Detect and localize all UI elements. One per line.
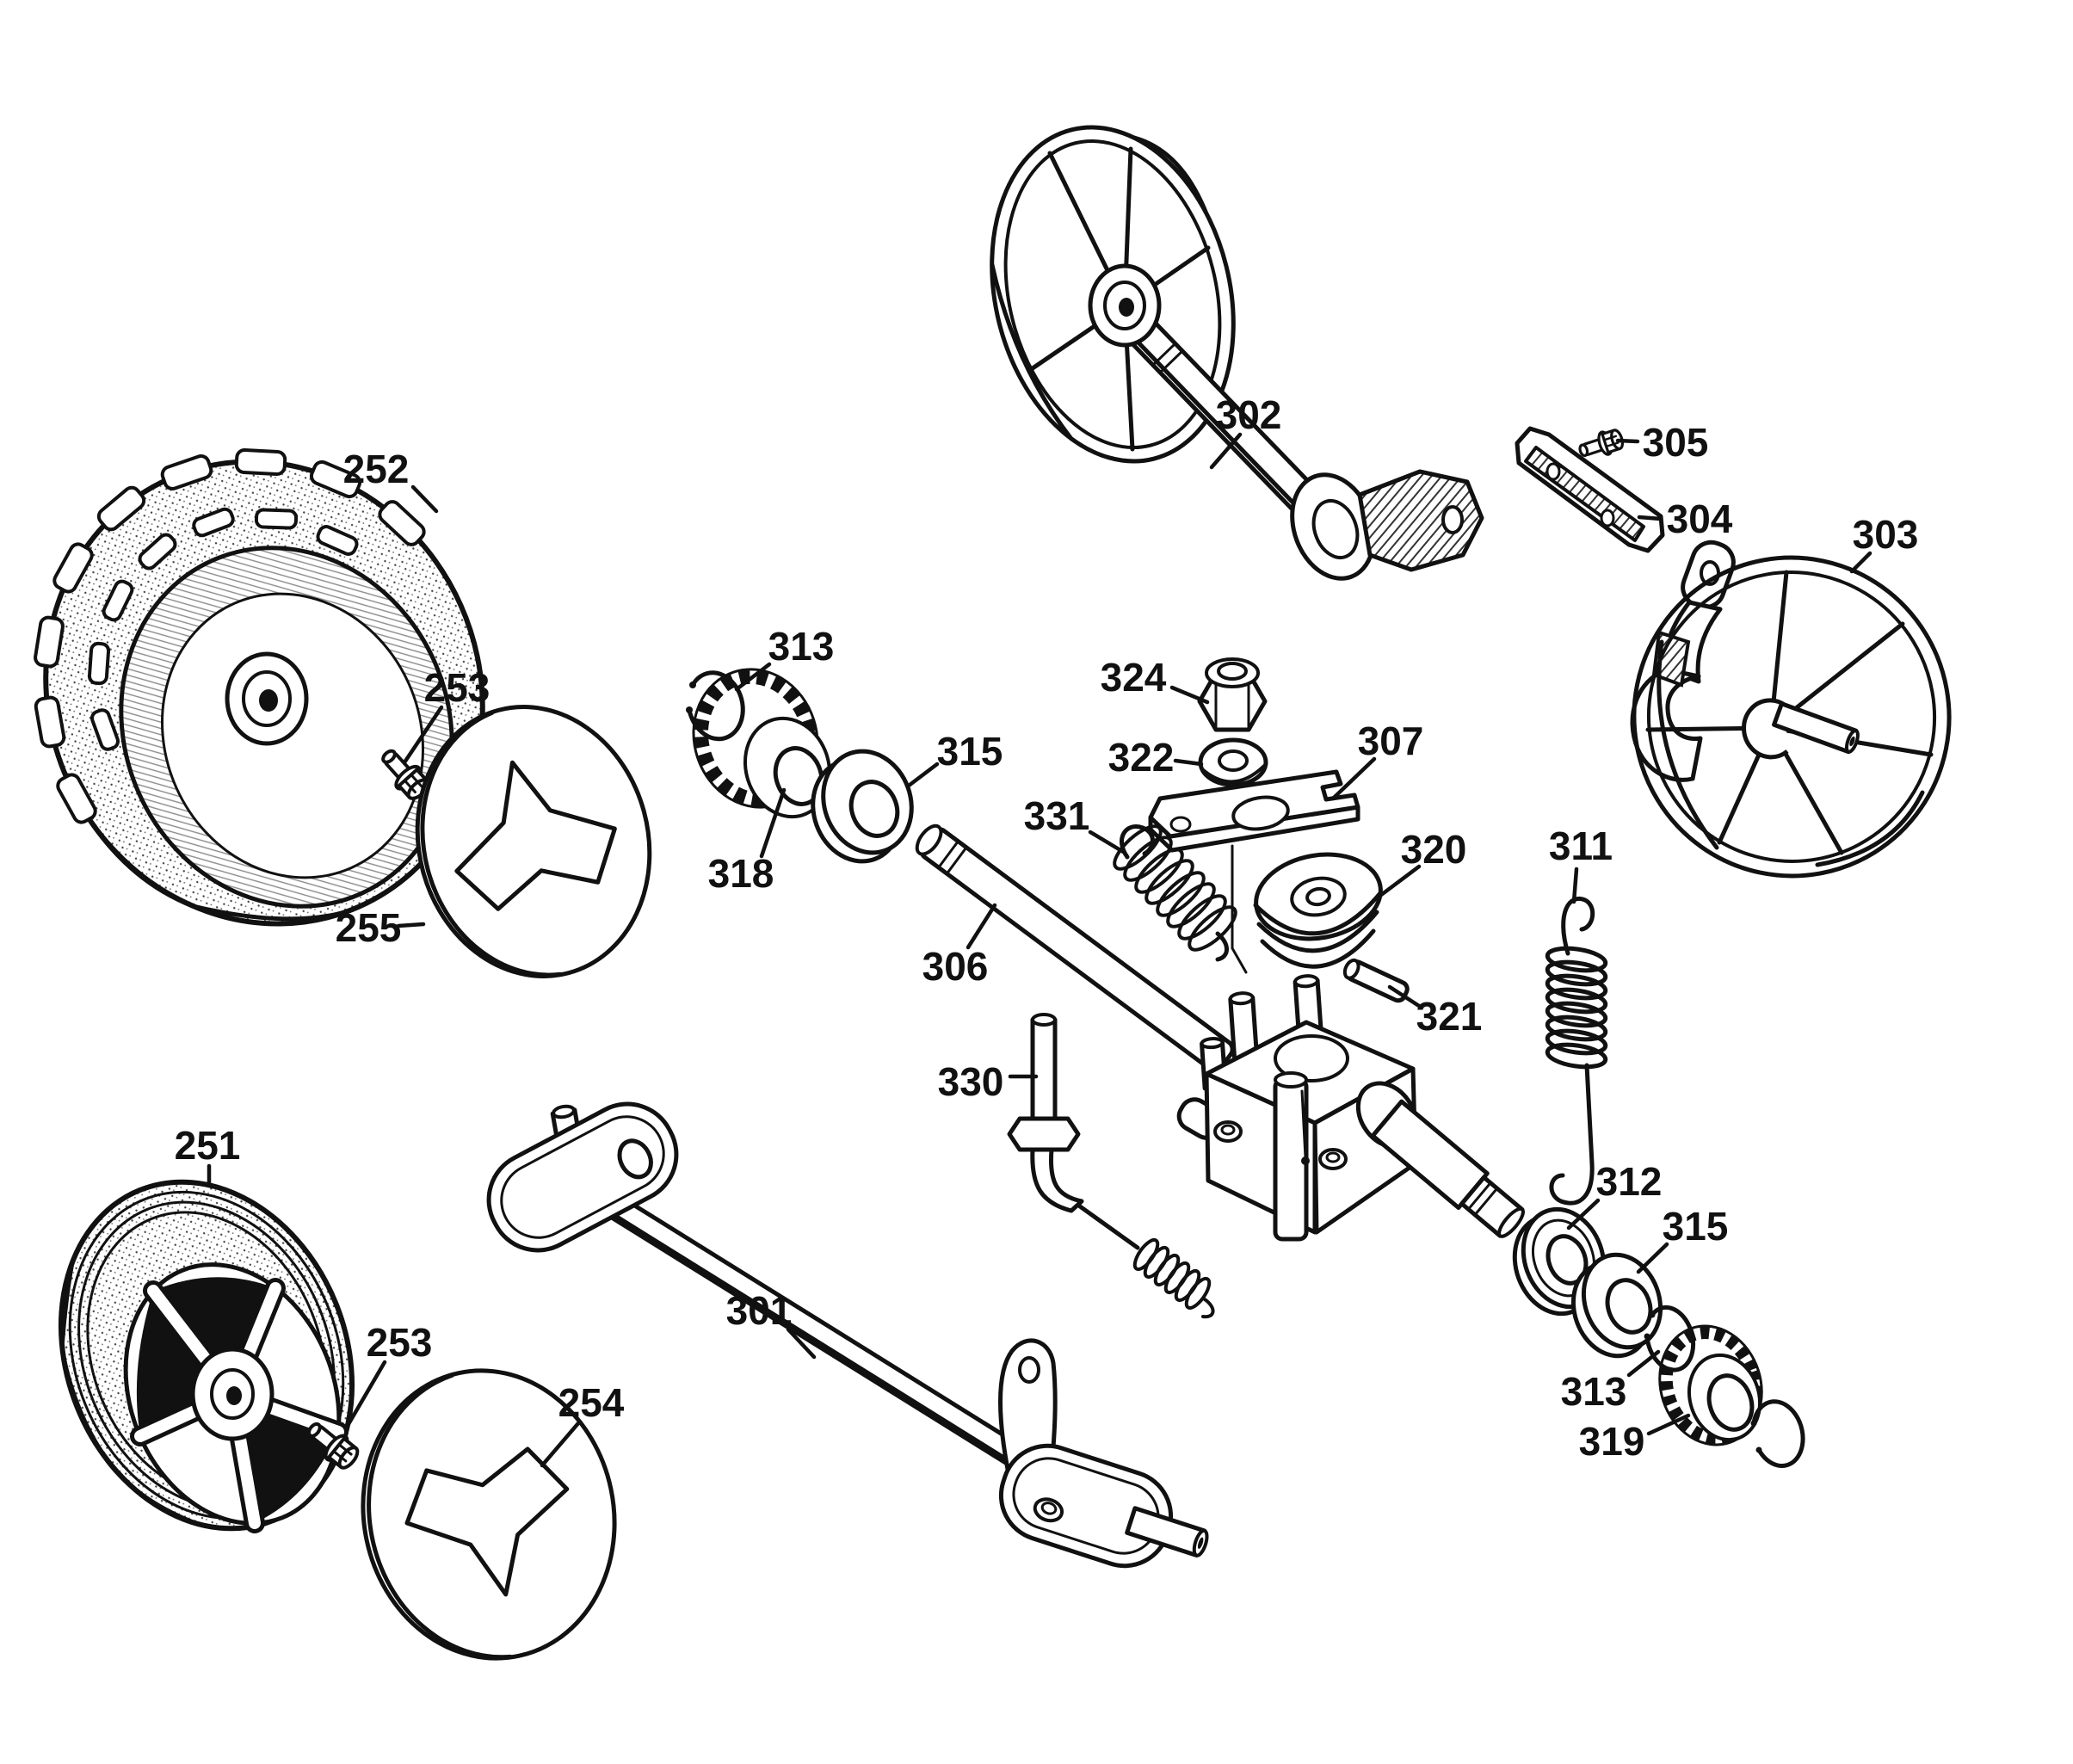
wheel-303-stub-axle [1772, 701, 1860, 755]
leader-313 [1626, 1349, 1661, 1378]
leader-311 [1571, 867, 1579, 904]
callout-322: 322 [1108, 735, 1175, 780]
hubcap-255 [415, 705, 652, 978]
wheel-252-hub [225, 651, 309, 746]
gearbox-output-shaft [1370, 1099, 1525, 1238]
leader-319 [1646, 1413, 1691, 1436]
callout-311: 311 [1549, 823, 1613, 868]
callout-321: 321 [1416, 994, 1483, 1039]
axle-bar-301-left-bracket [486, 1101, 679, 1253]
bracket-304 [1515, 426, 1665, 553]
leader-303 [1849, 551, 1872, 574]
callout-312: 312 [1596, 1159, 1663, 1204]
callout-320: 320 [1401, 827, 1467, 872]
callout-331: 331 [1024, 793, 1090, 838]
washer-315-bottom [1570, 1252, 1663, 1359]
leader-254 [540, 1421, 581, 1468]
pulley-320 [1253, 852, 1383, 969]
spring-311 [1545, 896, 1608, 1206]
callout-306: 306 [922, 944, 989, 989]
callout-304: 304 [1667, 497, 1733, 541]
leader-302 [1209, 432, 1243, 470]
callout-315: 315 [1663, 1204, 1729, 1249]
snapring-313-bottom [1644, 1304, 1696, 1372]
axle-bar-301 [486, 1101, 1209, 1569]
hubcap-254 [361, 1368, 617, 1661]
wheel-303-assembly [1630, 540, 1952, 879]
callout-313: 313 [1561, 1369, 1627, 1414]
gearbox [1176, 974, 1525, 1242]
callout-255: 255 [336, 905, 402, 950]
leader-304 [1637, 515, 1663, 521]
callout-313: 313 [768, 624, 835, 669]
leader-307 [1330, 756, 1377, 801]
leader-322 [1173, 758, 1204, 767]
callout-253: 253 [367, 1320, 433, 1365]
leader-315 [906, 762, 940, 788]
spring-331 [1113, 824, 1237, 962]
callout-301: 301 [726, 1288, 793, 1333]
leader-318 [759, 787, 787, 859]
leader-315 [1636, 1242, 1669, 1274]
gear-319 [1658, 1324, 1763, 1446]
leader-255 [396, 922, 426, 928]
washer-322 [1198, 737, 1268, 787]
leader-321 [1387, 984, 1422, 1008]
leader-312 [1566, 1198, 1601, 1230]
leader-320 [1375, 864, 1422, 900]
wheel-251 [58, 1179, 355, 1533]
leader-301 [786, 1327, 817, 1360]
callout-251: 251 [175, 1123, 241, 1168]
wheel-303-arm [1630, 540, 1736, 782]
callouts: 252 253 255 302 305 304 303 313 315 318 324 322 307 3… [175, 392, 1919, 1468]
leader-306 [966, 903, 997, 950]
leader-313 [734, 662, 772, 692]
plate-307 [1148, 769, 1360, 974]
shaft-302-flange [1290, 469, 1484, 581]
leader-253 [402, 705, 444, 765]
callout-252: 252 [343, 447, 410, 491]
leader-331 [1088, 830, 1127, 855]
callout-303: 303 [1853, 512, 1919, 557]
axle-bar-301-right-bracket [998, 1443, 1209, 1569]
callout-254: 254 [558, 1380, 625, 1425]
callout-318: 318 [708, 851, 774, 896]
nut-324 [1197, 657, 1268, 732]
wheel-302-assembly [990, 125, 1484, 581]
callout-305: 305 [1643, 420, 1709, 465]
shaft-306 [915, 823, 1235, 1073]
wheel-302-hub [1088, 263, 1162, 348]
leader-252 [410, 484, 439, 514]
callout-319: 319 [1579, 1419, 1645, 1464]
callout-307: 307 [1358, 719, 1424, 763]
rod-330 [1007, 1013, 1215, 1319]
snapring-319-right [1750, 1399, 1805, 1469]
callout-330: 330 [938, 1059, 1004, 1104]
snapring-313-top [686, 670, 745, 742]
callout-253: 253 [424, 665, 490, 710]
callout-302: 302 [1216, 392, 1282, 437]
leader-253 [346, 1360, 387, 1427]
gear-318 [692, 668, 832, 819]
wheel-251-hub [190, 1347, 275, 1441]
leader-324 [1169, 685, 1210, 705]
callout-315: 315 [937, 729, 1003, 774]
wheel-252 [34, 448, 485, 927]
callout-324: 324 [1101, 655, 1167, 700]
